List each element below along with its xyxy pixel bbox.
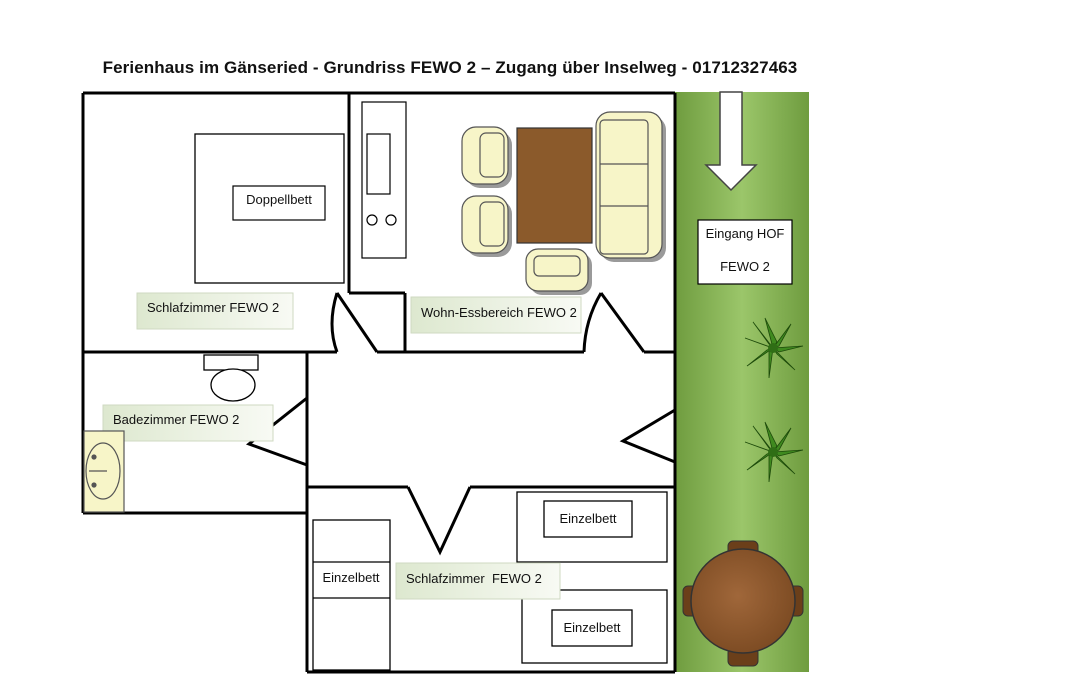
label-box-wohnbereich	[410, 296, 582, 334]
label-wohn-essbereich: Wohn-Essbereich FEWO 2	[421, 305, 577, 320]
single-bed-top	[516, 491, 668, 563]
door-schlafzimmer	[330, 292, 379, 353]
doors	[245, 292, 676, 556]
armchair-icon	[525, 248, 592, 295]
label-eingang-line2: FEWO 2	[720, 259, 770, 274]
label-einzelbett-left: Einzelbett	[322, 570, 379, 585]
door-schlafzimmer2	[406, 486, 472, 556]
round-table-icon	[682, 540, 804, 667]
single-bed-left	[312, 519, 391, 671]
walls	[81, 91, 677, 674]
entrance-arrow-icon	[704, 91, 758, 192]
sink-icon	[83, 430, 125, 513]
label-box-schlafzimmer1	[136, 292, 294, 330]
sofa-icon	[595, 111, 666, 262]
label-box-badezimmer	[102, 404, 274, 442]
label-schlafzimmer2: Schlafzimmer FEWO 2	[406, 571, 542, 586]
label-schlafzimmer1: Schlafzimmer FEWO 2	[147, 300, 279, 315]
palm-plant-icon	[744, 317, 804, 379]
label-badezimmer: Badezimmer FEWO 2	[113, 412, 239, 427]
label-einzelbett-bottom: Einzelbett	[563, 620, 620, 635]
armchair-icon	[461, 195, 512, 257]
single-bed-bottom	[521, 589, 668, 664]
label-einzelbett-top: Einzelbett	[559, 511, 616, 526]
palm-plant-icon	[744, 421, 804, 483]
door-wohnbereich	[582, 292, 646, 353]
label-doppelbett: Doppellbett	[246, 192, 312, 207]
stove-icon	[361, 101, 407, 259]
double-bed-label-box	[232, 185, 326, 221]
armchair-icon	[461, 126, 512, 188]
dining-table	[516, 127, 593, 244]
toilet-icon	[203, 354, 259, 402]
door-bad	[245, 396, 308, 467]
door-eingang	[619, 408, 676, 464]
label-box-schlafzimmer2	[395, 562, 561, 600]
label-eingang-line1: Eingang HOF	[706, 226, 785, 241]
page-title: Ferienhaus im Gänseried - Grundriss FEWO…	[102, 58, 798, 77]
entrance-label-box	[697, 219, 793, 285]
